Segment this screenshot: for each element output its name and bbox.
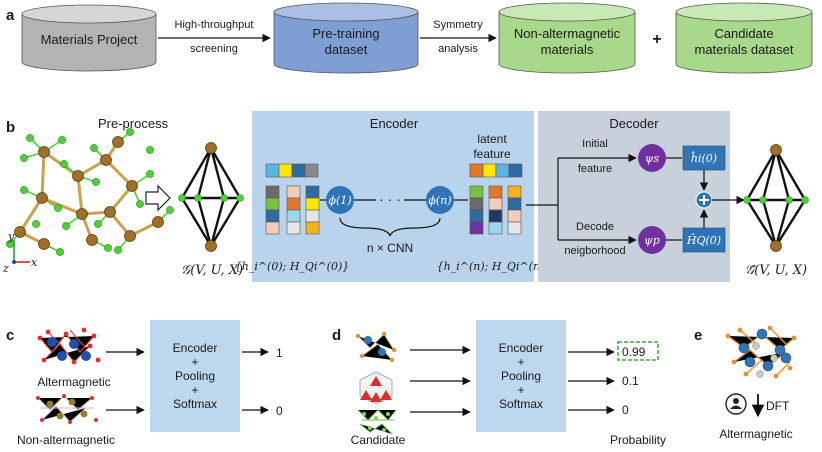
probability-label: Probability [610, 433, 666, 447]
non-altermagnetic-label: Non-altermagnetic [17, 433, 115, 447]
c-box-line5: Softmax [173, 397, 217, 411]
psi-s-label: ψs [645, 152, 660, 165]
decode-label-line2: neigborhood [564, 245, 625, 257]
altermagnetic-result-crystal [725, 325, 797, 379]
altermagnetic-result-label: Altermagnetic [719, 427, 792, 441]
H-hat-label: ĤQ(0) [686, 233, 721, 247]
preprocess-label: Pre-process [98, 116, 169, 131]
c-model-box [150, 320, 240, 432]
dft-label: DFT [766, 399, 790, 413]
phi1-node [326, 186, 354, 214]
pretraining-label-line2: dataset [325, 42, 368, 57]
d-box-line3: Pooling [501, 369, 541, 383]
non-altermagnetic-cylinder-icon [498, 2, 636, 74]
d-prob-2: 0.1 [622, 374, 639, 388]
symmetry-label-line2: analysis [438, 43, 478, 55]
output-graph-label: 𝒢̂(V, U, X) [745, 263, 807, 278]
plus-sign: + [652, 31, 661, 48]
panel-label-b: b [6, 119, 15, 136]
d-box-line5: Softmax [499, 397, 543, 411]
candidate-crystal-2 [359, 371, 393, 405]
input-graph-icon [178, 142, 244, 252]
input-graph-label: 𝒢(V, U, X) [181, 263, 243, 278]
d-box-line2: + [517, 355, 524, 369]
d-prob-1: 0.99 [622, 345, 646, 359]
d-prob-3: 0 [622, 403, 629, 417]
non-altermagnetic-label-line1: Non-altermagnetic [514, 26, 621, 41]
panel-label-e: e [694, 327, 702, 344]
highlight-box [617, 341, 659, 361]
axis-y-label: y [7, 230, 15, 243]
axis-x-label: x [31, 256, 38, 269]
altermagnetic-label: Altermagnetic [37, 375, 110, 389]
latent-feature-matrix [469, 163, 523, 235]
candidate-label-line2: materials dataset [695, 42, 794, 57]
candidate-crystal-3 [357, 409, 397, 435]
psi-s-node [638, 144, 666, 172]
output-graph-icon [743, 144, 809, 252]
c-box-line1: Encoder [173, 341, 218, 355]
pretraining-label-line1: Pre-training [312, 26, 379, 41]
d-box-line1: Encoder [499, 341, 544, 355]
phi1-label: ϕ(1) [328, 194, 351, 207]
h-hat-label: ĥi(0) [691, 151, 717, 165]
altermagnetic-crystal [37, 327, 101, 365]
non-altermagnetic-crystal [36, 394, 98, 424]
pretraining-cylinder-icon [273, 2, 419, 74]
hn-label: {h_i^(n); H_Qi^(n)} [437, 260, 552, 273]
d-model-box [476, 320, 566, 432]
c-box-line3: Pooling [175, 369, 215, 383]
materials-project-cylinder-icon [21, 4, 157, 72]
crystal-structure [6, 128, 174, 256]
latent-label-line1: latent [477, 132, 507, 146]
panel-label-c: c [6, 327, 14, 344]
h0-label: {h_i^(0); H_Qi^(0)} [235, 260, 350, 273]
candidate-label: Candidate [351, 433, 406, 447]
preprocess-arrow-icon [145, 184, 171, 212]
initial-label-line2: feature [578, 163, 612, 175]
decode-label-line1: Decode [576, 221, 614, 233]
encoder-dots: · · · [379, 191, 401, 207]
panel-label-a: a [6, 7, 15, 24]
encoder-title: Encoder [370, 116, 419, 131]
phin-node [426, 186, 454, 214]
materials-project-label: Materials Project [41, 32, 138, 47]
input-feature-matrix [265, 163, 320, 235]
c-out1: 1 [276, 346, 283, 360]
latent-label-line2: feature [473, 147, 511, 161]
psi-p-label: ψp [644, 234, 660, 247]
cnn-brace [339, 217, 441, 237]
H-hat-box [682, 227, 726, 253]
non-altermagnetic-label-line2: materials [541, 42, 594, 57]
candidate-crystal-1 [355, 331, 397, 363]
symmetry-label-line1: Symmetry [433, 19, 483, 31]
plus-circle-icon [695, 191, 713, 209]
panel-label-d: d [332, 327, 341, 344]
screening-label-line1: High-throughput [175, 19, 254, 31]
decoder-title: Decoder [609, 116, 659, 131]
screening-label-line2: screening [190, 43, 238, 55]
psi-p-node [638, 226, 666, 254]
initial-label-line1: Initial [582, 138, 608, 150]
candidate-cylinder-icon [675, 2, 813, 74]
axis-z-label: z [2, 262, 9, 275]
cnn-label: n × CNN [367, 241, 413, 255]
c-out0: 0 [276, 404, 283, 418]
c-box-line2: + [191, 355, 198, 369]
axes-indicator [12, 240, 30, 264]
d-box-line4: + [517, 383, 524, 397]
candidate-label-line1: Candidate [714, 26, 773, 41]
phin-label: ϕ(n) [428, 194, 451, 207]
user-circle-icon [725, 393, 747, 415]
h-hat-box [682, 145, 726, 171]
c-box-line4: + [191, 383, 198, 397]
